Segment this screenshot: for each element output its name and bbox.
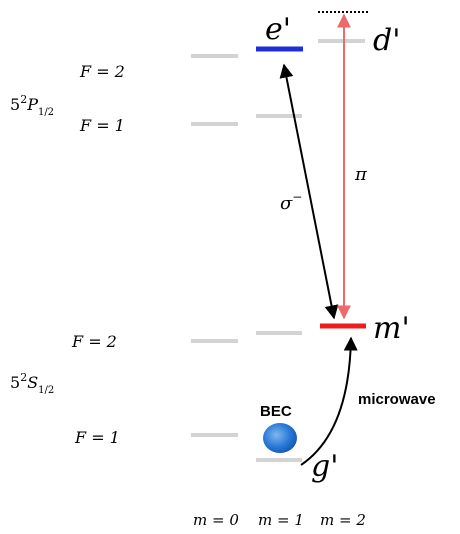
- f-label-s-f2: F = 2: [71, 332, 117, 351]
- f-label-p-f2: F = 2: [79, 62, 125, 81]
- microwave-arrow: [300, 336, 358, 466]
- gray-sublevels: [191, 39, 365, 462]
- state-label-d: d': [373, 23, 400, 58]
- m-label-2: m = 2: [320, 511, 366, 529]
- pi-label: π: [354, 164, 368, 185]
- state-label-g: g': [311, 449, 338, 484]
- state-label-e: e': [265, 12, 291, 47]
- bec-cloud: [263, 423, 297, 453]
- state-label-m: m': [373, 311, 410, 346]
- m-label-0: m = 0: [193, 511, 239, 529]
- sigma-minus-label: σ−: [280, 190, 302, 214]
- term-label-5s: 52S1/2: [10, 371, 54, 396]
- f-label-s-f1: F = 1: [74, 428, 120, 447]
- m-label-1: m = 1: [258, 511, 304, 529]
- f-label-p-f1: F = 1: [79, 116, 125, 135]
- term-label-5p: 52P1/2: [10, 93, 54, 118]
- bec-label: BEC: [260, 403, 292, 420]
- microwave-label: microwave: [358, 391, 436, 408]
- sigma-minus-arrow: [279, 63, 339, 320]
